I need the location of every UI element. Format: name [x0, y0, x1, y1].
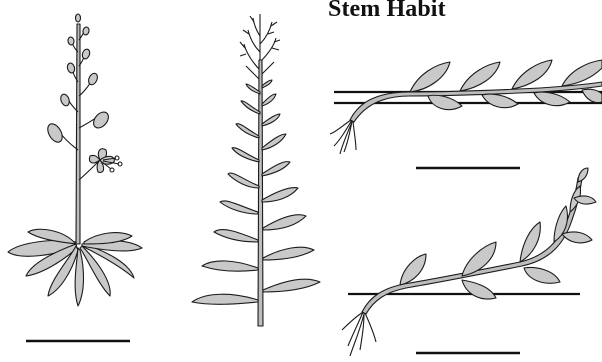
open-flower: [89, 149, 122, 173]
rosette-leaves: [8, 229, 142, 306]
roots-creeping: [330, 120, 356, 154]
stem-leaves-right: [262, 80, 320, 292]
stem-leaves-left: [192, 84, 260, 304]
roots-ascending: [342, 312, 376, 356]
erect-stem: [258, 60, 263, 326]
rosette-plant: [8, 14, 142, 306]
ascending-plant: [342, 168, 596, 356]
scape-stem: [76, 24, 80, 244]
creeping-plant: [330, 60, 602, 154]
leafy-erect-plant: [192, 14, 320, 326]
